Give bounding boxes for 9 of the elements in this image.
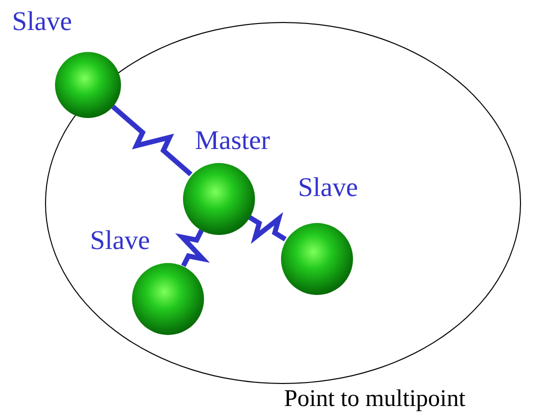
node-label: Master — [195, 125, 270, 156]
node-label: Slave — [298, 172, 358, 203]
node-label: Slave — [90, 225, 150, 256]
zigzag-link — [247, 212, 287, 244]
caption-text: Point to multipoint — [284, 386, 466, 413]
zigzag-link — [175, 228, 210, 268]
zigzag-link — [111, 104, 192, 176]
node-label: Slave — [12, 6, 72, 37]
sphere-node — [183, 163, 255, 235]
